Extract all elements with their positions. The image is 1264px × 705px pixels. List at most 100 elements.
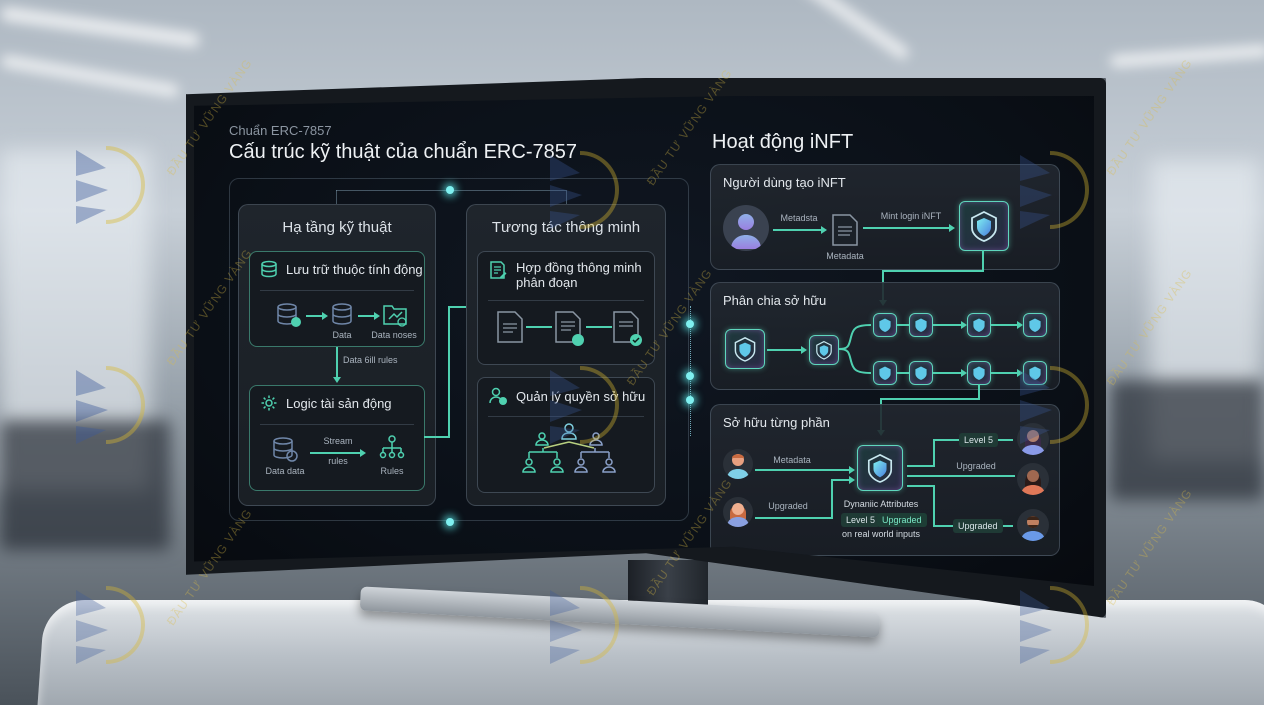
connector-node [686, 372, 694, 380]
top-connector-left [336, 190, 337, 204]
input-label: Metadata [773, 455, 811, 465]
storage-card-title: Lưu trữ thuộc tính động [286, 261, 423, 277]
architecture-frame [229, 178, 689, 521]
infra-panel: Hạ tầng kỹ thuật Lưu trữ thuộc tính động… [238, 204, 436, 506]
ownership-card-title: Quản lý quyền sở hữu [516, 388, 646, 404]
person-icon [1021, 430, 1045, 455]
infra-panel-title: Hạ tầng kỹ thuật [282, 219, 392, 236]
input-tag: Upgraded [953, 519, 1003, 533]
gem-shield-icon [1029, 366, 1041, 380]
logic-card[interactable]: Logic tài sản động Data data Stream rule… [249, 385, 425, 491]
logic-card-title: Logic tài sản động [286, 395, 392, 411]
section-eyebrow: Chuẩn ERC-7857 [229, 123, 332, 138]
office-desk-bg [0, 420, 170, 550]
real-world-caption: on real world inputs [841, 529, 921, 539]
target-label: Rules [380, 466, 404, 476]
ceiling-light [0, 6, 201, 48]
arrow-label: Metadsta [780, 213, 818, 223]
connector-node [686, 396, 694, 404]
gem-shield-icon [734, 336, 756, 362]
create-inft-title: Người dùng tạo iNFT [723, 175, 846, 190]
inft-token[interactable] [959, 201, 1009, 251]
owner-avatar [723, 449, 753, 479]
monitor-screen: Chuẩn ERC-7857 Cấu trúc kỹ thuật của chu… [194, 96, 1094, 586]
storage-card[interactable]: Lưu trữ thuộc tính động Data Data noses [249, 251, 425, 347]
document-icon [497, 311, 523, 343]
owner-avatar [1017, 423, 1049, 455]
fractional-ownership-title: Sở hữu từng phần [723, 415, 830, 430]
connector-label: Data 6ill rules [343, 355, 398, 365]
inft-token[interactable] [967, 361, 991, 385]
database-icon [332, 303, 352, 325]
contract-card[interactable]: Hợp đồng thông minh phân đoạn [477, 251, 655, 365]
document-chart-icon [555, 311, 584, 346]
watermark-text: ĐẦU TƯ VỮNG VÀNG [1103, 486, 1196, 608]
source-label: Data data [265, 466, 305, 476]
split-ownership-title: Phân chia sở hữu [723, 293, 827, 308]
arrow-label: rules [328, 456, 348, 466]
database-sync-icon [273, 437, 298, 462]
connector-node [686, 320, 694, 328]
connector-node [446, 518, 454, 526]
inft-token[interactable] [909, 313, 933, 337]
inft-token[interactable] [809, 335, 839, 365]
ownership-tree-icon [522, 423, 616, 473]
ceiling-light [0, 54, 180, 98]
inft-token[interactable] [857, 445, 903, 491]
inft-token[interactable] [725, 329, 765, 369]
split-ownership-panel: Phân chia sở hữu [710, 282, 1060, 390]
top-connector-right [566, 190, 567, 204]
architecture-title: Cấu trúc kỹ thuật của chuẩn ERC-7857 [229, 141, 577, 163]
gem-shield-icon [816, 340, 832, 360]
gem-shield-icon [973, 318, 985, 332]
folder-chart-icon [383, 305, 407, 327]
level-tag: Level 5 [841, 513, 881, 527]
document-edit-icon [490, 261, 507, 279]
create-inft-panel: Người dùng tạo iNFT Metadsta Metadata Mi… [710, 164, 1060, 270]
contract-card-title-2: phân đoạn [516, 275, 578, 290]
arrow-label: Stream [323, 436, 353, 446]
fractional-ownership-panel: Sở hữu từng phần Metadata Upgraded Dynan… [710, 404, 1060, 556]
gear-icon [261, 395, 277, 411]
input-label: Upgraded [956, 461, 996, 471]
inft-token[interactable] [873, 313, 897, 337]
person-icon [1021, 470, 1045, 495]
inft-title: Hoạt động iNFT [712, 131, 854, 153]
inft-token[interactable] [967, 313, 991, 337]
gem-shield-icon [973, 366, 985, 380]
input-label: Upgraded [768, 501, 808, 511]
contract-card-title-1: Hợp đồng thông minh [516, 260, 642, 275]
gem-shield-icon [867, 453, 893, 483]
gem-shield-icon [915, 318, 927, 332]
ownership-card[interactable]: Quản lý quyền sở hữu [477, 377, 655, 493]
inft-token[interactable] [1023, 313, 1047, 337]
user-check-icon [489, 387, 507, 405]
smart-panel: Tương tác thông minh Hợp đồng thông minh… [466, 204, 666, 506]
person-icon [1021, 516, 1045, 541]
metadata-document-icon [832, 214, 858, 246]
branch-connector [839, 324, 872, 374]
inft-token[interactable] [873, 361, 897, 385]
database-icon [261, 260, 277, 278]
input-tag: Level 5 [959, 433, 999, 447]
owner-avatar [1017, 509, 1049, 541]
gem-shield-icon [879, 366, 891, 380]
dotted-connector [690, 306, 691, 436]
gem-shield-icon [879, 318, 891, 332]
office-desk-bg [1110, 380, 1264, 500]
node-label: Data noses [371, 330, 417, 340]
owner-avatar [1017, 463, 1049, 495]
document-check-icon [613, 311, 642, 346]
gem-shield-icon [971, 210, 997, 242]
ceiling-light [789, 0, 911, 62]
upgraded-tag: Upgraded [877, 513, 927, 527]
inft-token[interactable] [1023, 361, 1047, 385]
hierarchy-icon [379, 435, 405, 459]
vertical-connector [336, 347, 338, 379]
owner-avatar [723, 497, 753, 527]
doc-label: Metadata [826, 251, 864, 261]
inft-token[interactable] [909, 361, 933, 385]
person-icon [727, 503, 749, 527]
connector-node [446, 186, 454, 194]
node-label: Data [332, 330, 352, 340]
